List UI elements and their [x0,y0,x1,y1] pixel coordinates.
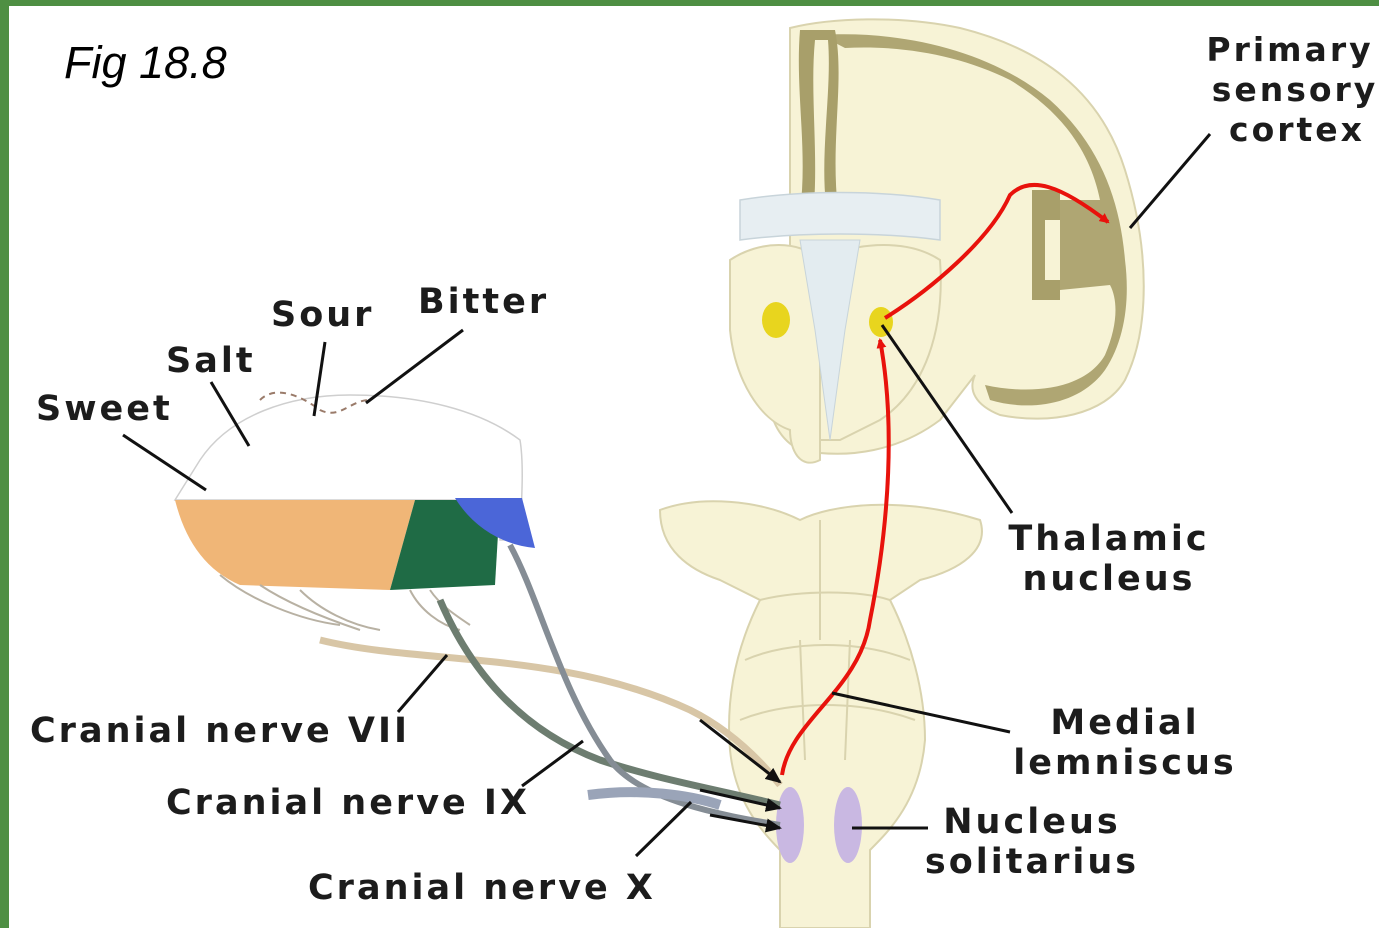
cranial-nerve-ix-fiber [440,600,780,805]
label-thalamic-line-2: nucleus [1022,559,1195,599]
corpus-callosum [740,193,940,241]
ix-leader-line [522,741,583,786]
thalamic-nucleus-left [762,302,790,338]
bitter-leader-line [366,330,463,403]
label-cortex-line-1: Primary [1206,30,1373,69]
vii-leader-line [398,655,447,712]
nucleus-solitarius-left [776,787,804,863]
label-sweet: Sweet [36,389,173,429]
tongue-anterior-vii-region [175,500,415,590]
label-lemniscus-line-1: Medial [1050,703,1199,743]
taste-pathway-diagram: Fig 18.8 Sweet Salt Sour Bitter Primary … [9,6,1379,928]
x-leader-line [636,802,691,856]
label-solitarius-line-1: Nucleus [943,802,1120,842]
figure-caption: Fig 18.8 [64,37,227,88]
label-sour: Sour [271,295,374,335]
nucleus-solitarius-right [834,787,862,863]
label-cortex-line-2: sensory [1212,70,1379,109]
label-cranial-nerve-x: Cranial nerve X [308,868,656,908]
label-cortex-line-3: cortex [1229,110,1365,149]
tongue [175,393,535,630]
label-solitarius-line-2: solitarius [925,842,1139,882]
label-lemniscus-line-2: lemniscus [1013,743,1236,783]
label-cranial-nerve-ix: Cranial nerve IX [166,783,530,823]
label-bitter: Bitter [418,282,549,322]
label-cranial-nerve-vii: Cranial nerve VII [30,711,410,751]
sweet-leader-line [123,435,206,490]
label-salt: Salt [166,341,256,381]
label-thalamic-line-1: Thalamic [1008,519,1209,559]
thalamic-nucleus-right [869,307,893,337]
cortex-leader-line [1130,134,1210,228]
